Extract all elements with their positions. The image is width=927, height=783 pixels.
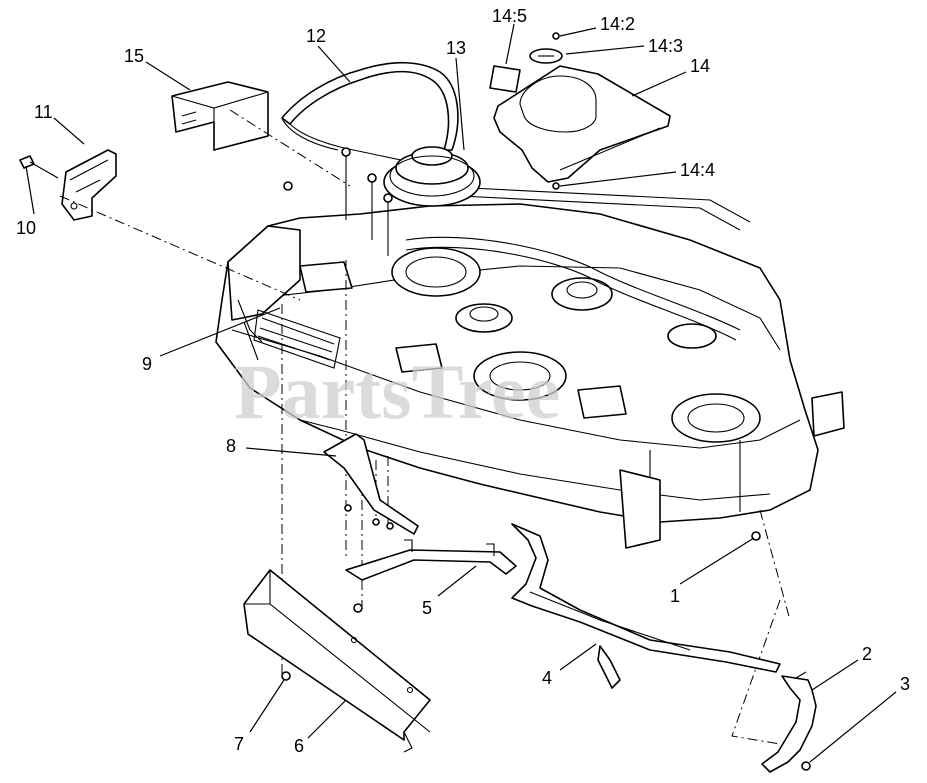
callout-10: 10 [16, 218, 36, 238]
callout-6: 6 [294, 736, 304, 756]
callout-3: 3 [900, 674, 910, 694]
callout-14: 14 [690, 56, 710, 76]
super-flow-decal [253, 309, 341, 369]
deck-belt-route [405, 187, 751, 341]
drive-pulley [383, 146, 481, 207]
callout-1: 1 [670, 586, 680, 606]
callout-9: 9 [142, 354, 152, 374]
callout-13: 13 [446, 38, 466, 58]
cover-bumper [489, 65, 521, 93]
cover-knob [529, 48, 563, 64]
nut-14-4 [552, 182, 560, 190]
callout-14-3: 14:3 [648, 36, 683, 56]
spindle-right [667, 323, 761, 443]
spindle-center [473, 277, 613, 401]
baffle-6 [243, 569, 431, 753]
callout-15: 15 [124, 46, 144, 66]
leader-lines [25, 23, 897, 763]
baffle-4 [511, 523, 781, 689]
bolt-10 [19, 155, 59, 179]
nut-3 [801, 761, 811, 771]
spindle-left [391, 247, 513, 333]
screw-14-2 [552, 32, 560, 40]
watermark: PartsTree [234, 348, 560, 435]
belt-cover [493, 65, 671, 183]
callout-labels: 1 2 3 4 5 6 7 8 9 10 11 12 13 14 14:2 14… [16, 6, 910, 756]
callout-14-4: 14:4 [680, 160, 715, 180]
idler-bracket [171, 81, 269, 151]
callout-14-5: 14:5 [492, 6, 527, 26]
baffle-plate [61, 149, 117, 221]
callout-2: 2 [862, 644, 872, 664]
baffle-8 [323, 433, 419, 535]
deck-studs [283, 147, 393, 256]
callout-7: 7 [234, 734, 244, 754]
callout-4: 4 [542, 668, 552, 688]
baffle-5 [345, 539, 517, 613]
callout-11: 11 [34, 102, 53, 122]
callout-12: 12 [306, 26, 326, 46]
callout-14-2: 14:2 [600, 14, 635, 34]
callout-8: 8 [226, 436, 236, 456]
baffle-2 [761, 671, 817, 773]
callout-5: 5 [422, 598, 432, 618]
screw-7 [281, 671, 291, 681]
